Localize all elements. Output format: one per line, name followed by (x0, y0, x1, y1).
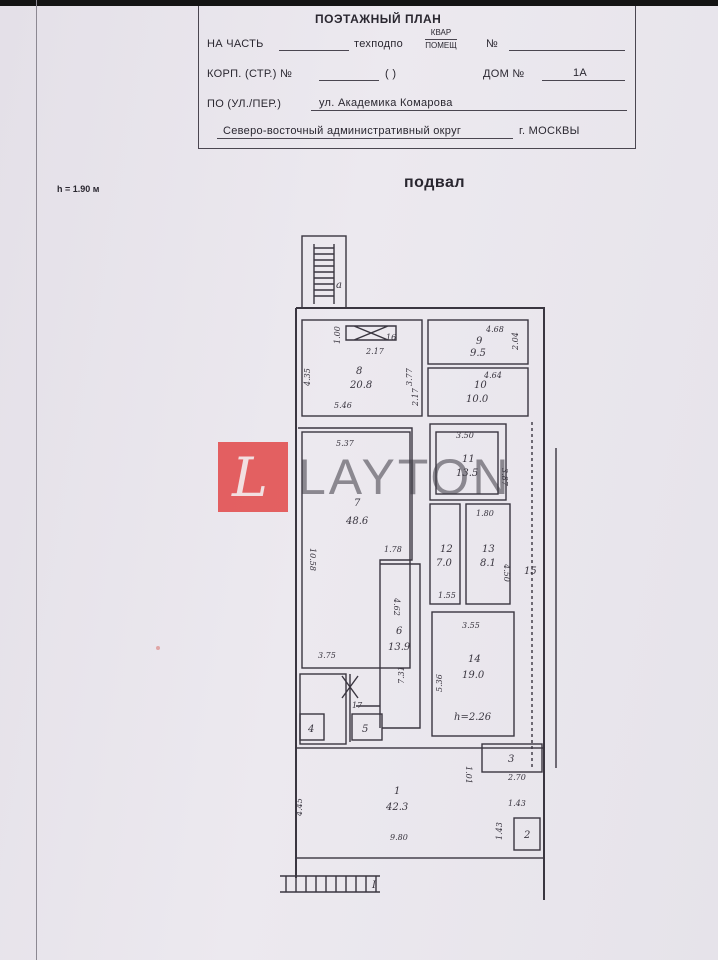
dimension-labels: 1.00 2.17 4.35 5.46 3.77 4.68 2.04 4.64 … (295, 325, 526, 842)
number-label: № (486, 38, 499, 50)
room-11-area: 13.5 (456, 468, 478, 479)
watermark-letter: L (232, 446, 268, 509)
building-label: КОРП. (СТР.) № (207, 68, 293, 80)
watermark-brand: LAYTON (298, 449, 512, 505)
room-8-number: 8 (356, 366, 362, 377)
room-6-number: 6 (396, 626, 403, 637)
dim: 7.31 (397, 666, 406, 684)
room-12-area: 7.0 (436, 558, 453, 569)
floor-plan-drawing: а 16 17 8 20.8 9 9.5 10 10.0 11 13.5 7 4… (280, 235, 557, 900)
dim: 1.00 (333, 326, 342, 344)
page-margin-line (36, 0, 37, 960)
dim: 4.35 (303, 368, 312, 387)
dim: 4.68 (485, 325, 504, 334)
plan-title: ПОЭТАЖНЫЙ ПЛАН (315, 12, 442, 26)
room-2-number: 2 (523, 830, 530, 841)
scan-speck (156, 646, 160, 650)
entrance-mark: I (371, 880, 377, 891)
dim: 4.45 (295, 798, 304, 817)
dim: 1.80 (476, 509, 494, 518)
room-13-number: 13 (482, 544, 495, 555)
dim: 3.55 (462, 621, 480, 630)
dim: 5.37 (336, 439, 355, 448)
dim: 3.50 (456, 431, 474, 440)
room-1-number: 1 (394, 786, 400, 797)
district-value: Северо-восточный административный округ (223, 125, 462, 137)
room-14-height: h=2.26 (454, 712, 492, 723)
room-7-number: 7 (354, 498, 361, 509)
room-13-area: 8.1 (480, 558, 496, 569)
room-12-number: 12 (440, 544, 453, 555)
room-10-area: 10.0 (466, 394, 489, 405)
dim: 1.55 (438, 591, 456, 600)
room-9-number: 9 (476, 336, 483, 347)
dim: 1.01 (464, 766, 473, 784)
dim: 3.87 (500, 468, 509, 487)
part-label: НА ЧАСТЬ (207, 38, 264, 50)
title-block: ПОЭТАЖНЫЙ ПЛАН НА ЧАСТЬ техподпо КВАР ПО… (198, 6, 636, 149)
dim: 4.50 (502, 563, 511, 582)
street-label: ПО (УЛ./ПЕР.) (207, 98, 282, 110)
dim: 1.43 (508, 799, 526, 808)
street-value: ул. Академика Комарова (319, 97, 453, 109)
dim: 2.17 (365, 347, 385, 356)
dim: 2.04 (511, 332, 520, 351)
dim: 2.70 (507, 773, 526, 782)
room-6-area: 13.9 (388, 642, 411, 653)
house-label: ДОМ № (483, 68, 525, 80)
room-10-number: 10 (474, 380, 487, 391)
dim: 10.58 (308, 548, 317, 571)
room-4-number: 4 (307, 724, 314, 735)
dim: 1.43 (495, 822, 504, 840)
room-11-number: 11 (462, 454, 475, 465)
vent-mark: 16 (386, 333, 396, 342)
building-paren: ( ) (385, 68, 397, 80)
room-15-number: 15 (524, 566, 537, 577)
room-5-number: 5 (362, 724, 368, 735)
room-9-area: 9.5 (470, 348, 486, 359)
dim: 3.77 (405, 367, 414, 386)
room-1-area: 42.3 (385, 802, 408, 813)
dim: 5.36 (435, 674, 444, 692)
dim: 4.64 (483, 371, 502, 380)
room-8-area: 20.8 (349, 380, 372, 391)
room-3-number: 3 (508, 754, 514, 765)
apartment-label: КВАР (430, 28, 452, 37)
house-number: 1А (573, 67, 588, 79)
scan-edge (0, 0, 718, 6)
dim: 1.78 (384, 545, 402, 554)
city-value: г. МОСКВЫ (519, 125, 580, 137)
level-title: подвал (404, 174, 466, 191)
vent-mark-2: 17 (352, 701, 363, 710)
ceiling-height-note: h = 1.90 м (57, 184, 100, 194)
dim: 5.46 (334, 401, 352, 410)
room-7-area: 48.6 (345, 516, 369, 527)
room-14-area: 19.0 (462, 670, 485, 681)
room-14-number: 14 (468, 654, 481, 665)
dim: 4.62 (392, 597, 401, 616)
dim: 2.17 (411, 387, 420, 407)
stair-mark: а (336, 280, 342, 291)
premises-label: ПОМЕЩ (425, 41, 457, 50)
watermark-badge: L (218, 442, 288, 512)
dim: 9.80 (390, 833, 408, 842)
dim: 3.75 (318, 651, 336, 660)
technical-underground-label: техподпо (354, 38, 404, 50)
